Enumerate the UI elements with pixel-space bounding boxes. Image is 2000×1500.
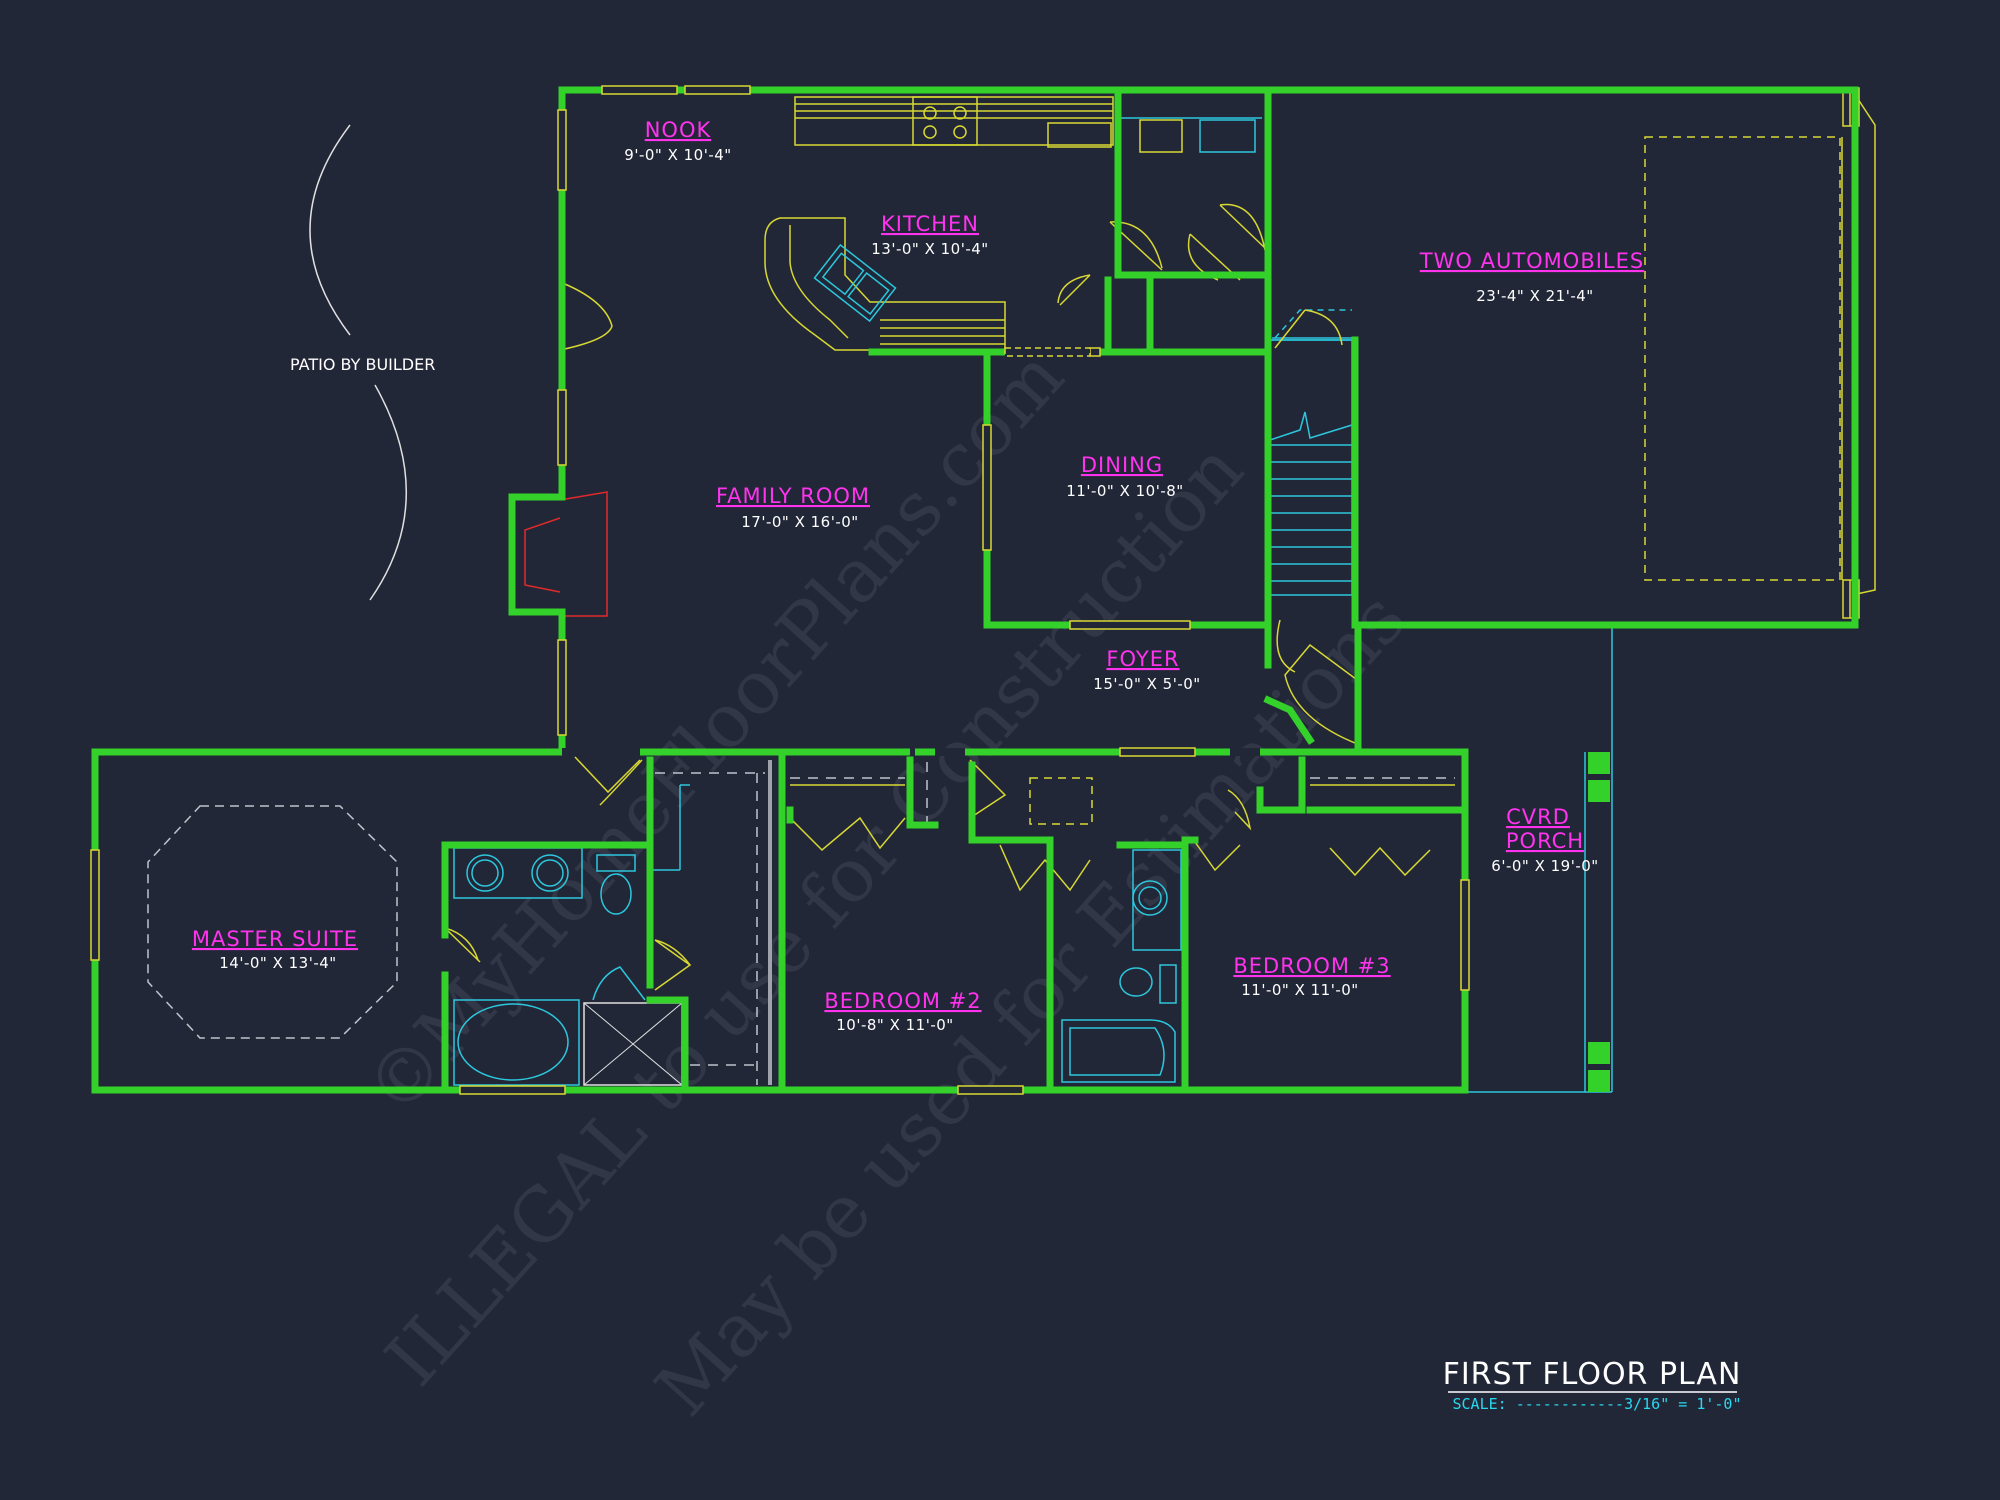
kitchen-fixtures bbox=[764, 96, 1262, 351]
porch-details bbox=[1465, 625, 1613, 1093]
fireplace bbox=[524, 491, 608, 617]
garage-details bbox=[1644, 87, 1876, 619]
patio-note: PATIO BY BUILDER bbox=[290, 355, 435, 374]
drawing-scale: SCALE: ------------3/16" = 1'-0" bbox=[1453, 1395, 1742, 1413]
porch-label-line-1: CVRD bbox=[1506, 805, 1570, 829]
garage-label: TWO AUTOMOBILES bbox=[1419, 249, 1644, 273]
family-room-dimensions: 17'-0" X 16'-0" bbox=[741, 513, 858, 531]
room-labels: PATIO BY BUILDER NOOK 9'-0" X 10'-4" KIT… bbox=[192, 118, 1644, 1034]
foyer-dimensions: 15'-0" X 5'-0" bbox=[1093, 675, 1200, 693]
bedroom-3-dimensions: 11'-0" X 11'-0" bbox=[1241, 981, 1358, 999]
garage-dimensions: 23'-4" X 21'-4" bbox=[1476, 287, 1593, 305]
bedroom-3-label: BEDROOM #3 bbox=[1233, 954, 1390, 978]
nook-label: NOOK bbox=[645, 118, 712, 142]
staircase bbox=[1269, 309, 1353, 596]
kitchen-label: KITCHEN bbox=[881, 212, 979, 236]
hall-bath-fixtures bbox=[1061, 849, 1182, 1083]
bedroom-2-label: BEDROOM #2 bbox=[824, 989, 981, 1013]
family-room-label: FAMILY ROOM bbox=[716, 484, 870, 508]
dining-dimensions: 11'-0" X 10'-8" bbox=[1066, 482, 1183, 500]
title-block: FIRST FLOOR PLAN SCALE: ------------3/16… bbox=[1443, 1357, 1742, 1413]
windows bbox=[90, 85, 1470, 1095]
master-suite-label: MASTER SUITE bbox=[192, 927, 358, 951]
closet-shelving bbox=[650, 760, 1455, 1085]
master-suite-dimensions: 14'-0" X 13'-4" bbox=[219, 954, 336, 972]
porch-label-line-2: PORCH bbox=[1506, 829, 1584, 853]
master-ceiling-outline bbox=[147, 805, 398, 1039]
kitchen-dimensions: 13'-0" X 10'-4" bbox=[871, 240, 988, 258]
drawing-title: FIRST FLOOR PLAN bbox=[1443, 1357, 1742, 1392]
patio-outline bbox=[309, 124, 407, 601]
bedroom-2-dimensions: 10'-8" X 11'-0" bbox=[836, 1016, 953, 1034]
porch-dimensions: 6'-0" X 19'-0" bbox=[1491, 857, 1598, 875]
foyer-label: FOYER bbox=[1106, 647, 1179, 671]
nook-dimensions: 9'-0" X 10'-4" bbox=[624, 146, 731, 164]
dining-label: DINING bbox=[1081, 453, 1163, 477]
